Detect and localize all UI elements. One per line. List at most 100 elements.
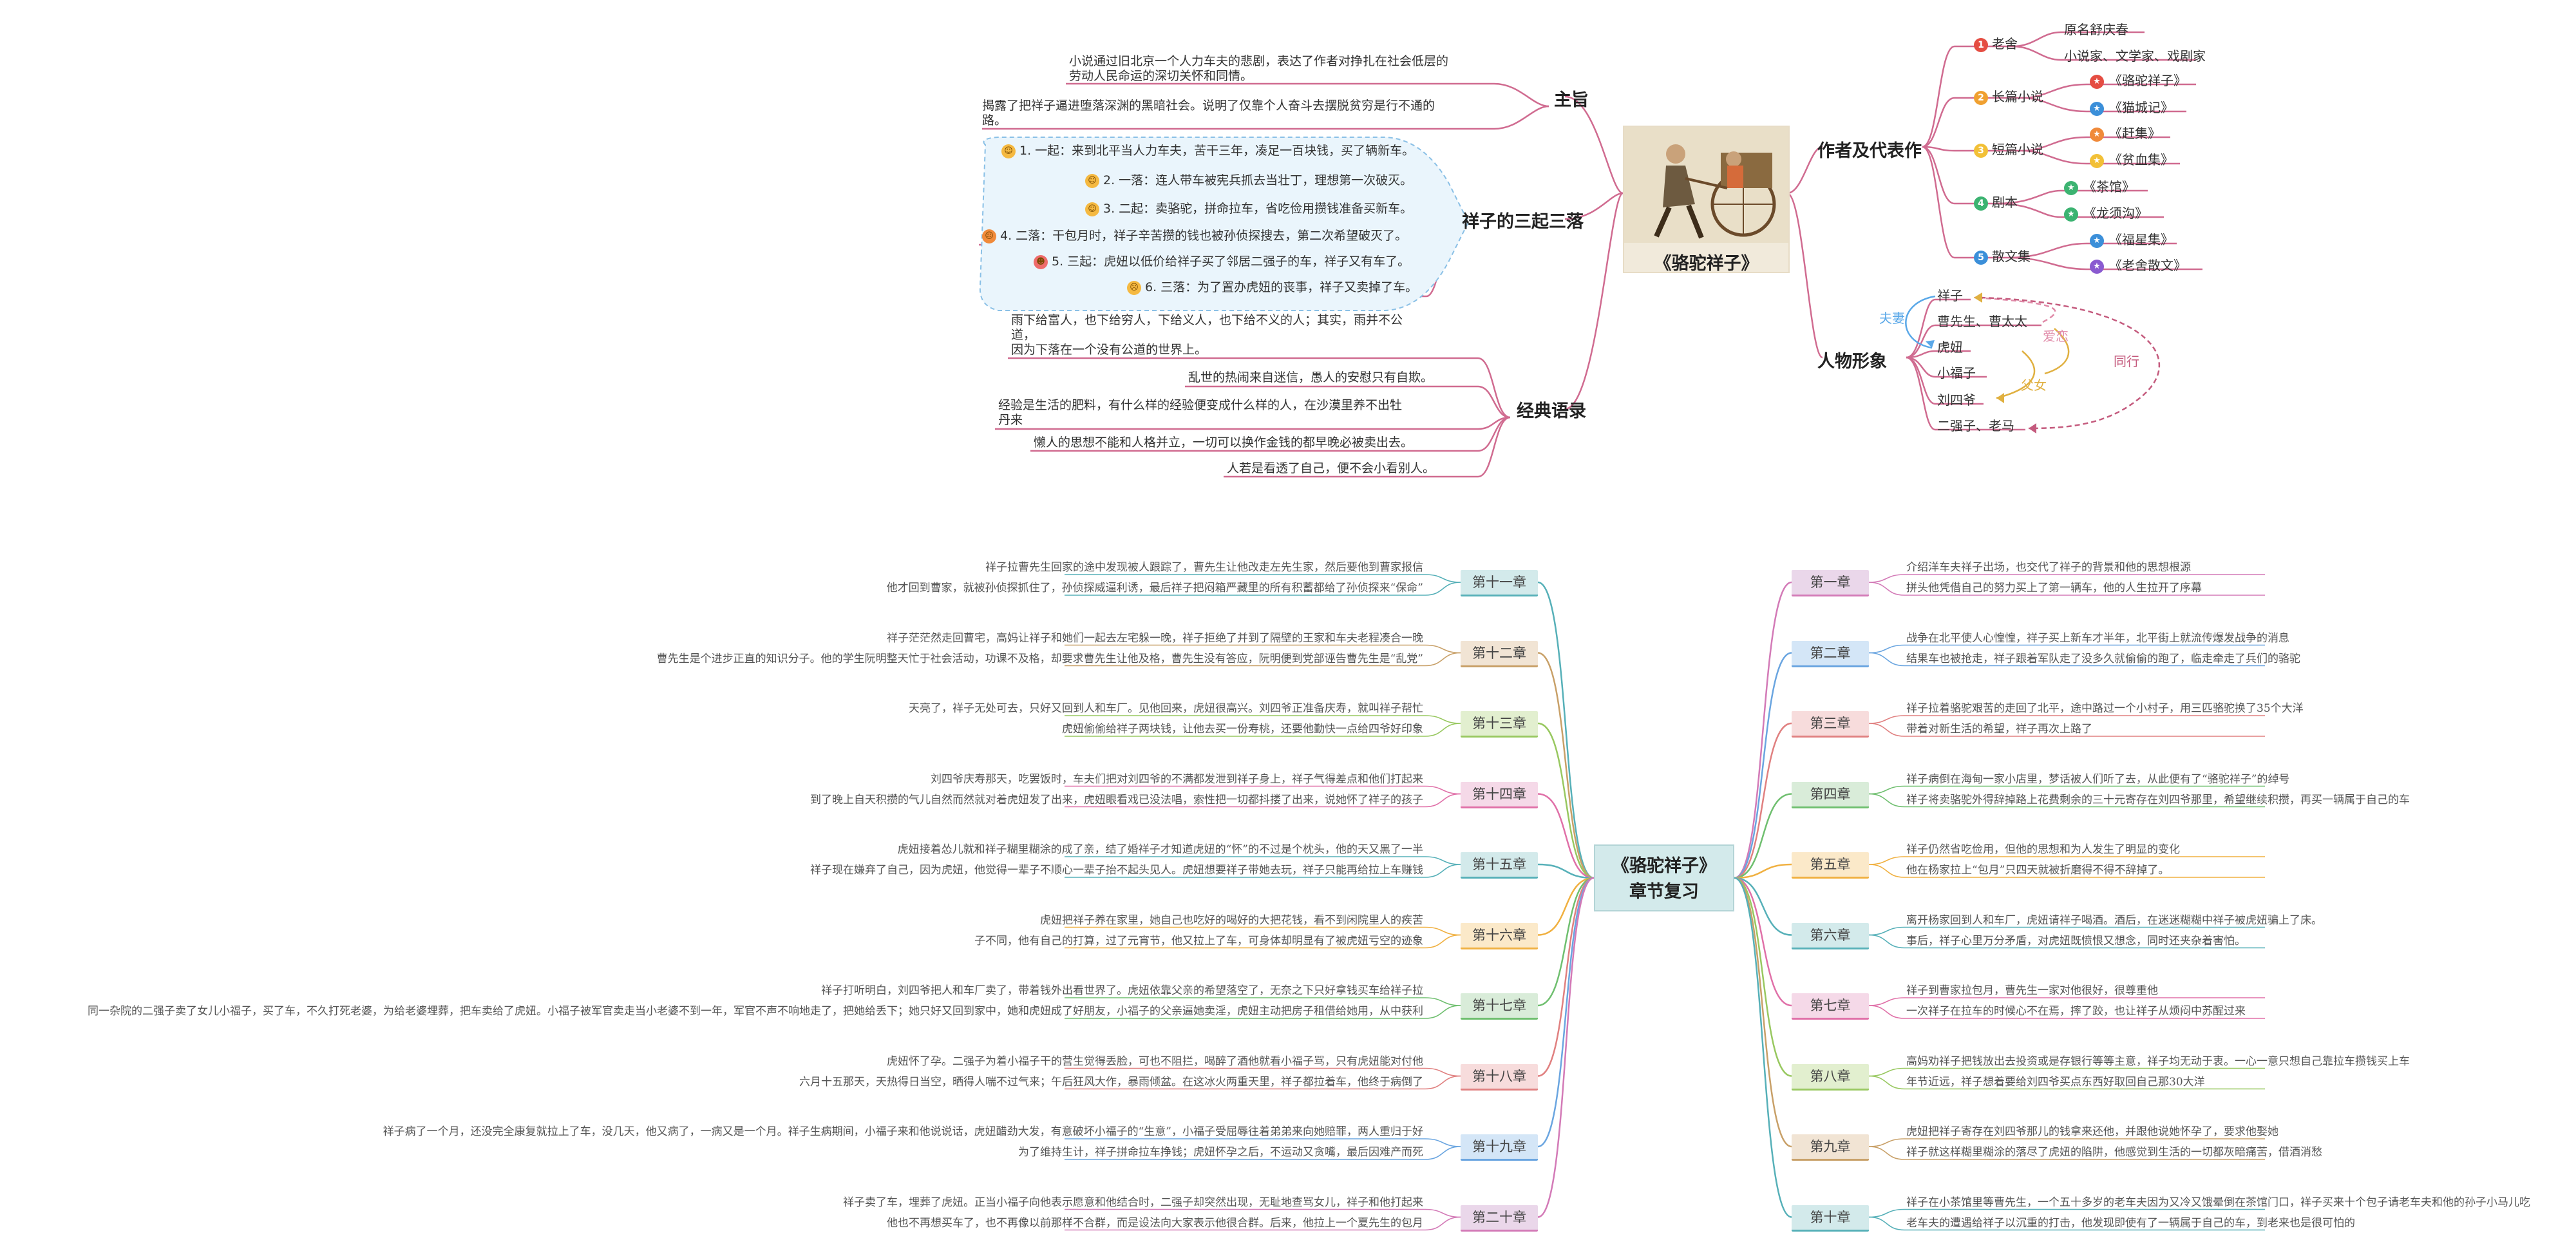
number-1-icon: 1	[1974, 37, 1988, 52]
book-cover-node[interactable]: 《骆驼祥子》	[1623, 126, 1790, 274]
summary-underline	[1868, 644, 2265, 654]
chapter-node-right-9[interactable]: 第九章	[1792, 1134, 1869, 1161]
summary-underline	[1868, 1005, 2265, 1019]
chapter-left-6-summary-1: 虎妞把祥子养在家里，她自己也吃好的喝好的大把花钱，看不到闲院里人的疾苦	[1040, 913, 1423, 927]
short-story-1: ★《赶集》	[2090, 123, 2161, 142]
chapter-link	[1537, 877, 1595, 1148]
chapter-node-left-1[interactable]: 第十一章	[1461, 570, 1538, 596]
chapter-node-right-10[interactable]: 第十章	[1792, 1205, 1869, 1232]
chapter-node-left-2[interactable]: 第十二章	[1461, 640, 1538, 667]
chapter-right-5-summary-1: 祥子仍然省吃俭用，但他的思想和为人发生了明显的变化	[1906, 843, 2180, 856]
summary-underline	[1868, 1216, 2265, 1231]
branch-quotes[interactable]: 经典语录	[1517, 401, 1586, 421]
essay-1: ★《福星集》	[2090, 229, 2174, 248]
summary-underline	[1065, 644, 1461, 654]
chapter-right-9-summary-1: 虎妞把祥子寄存在刘四爷那儿的钱拿来还他，并跟他说她怀孕了，要求他娶她	[1906, 1125, 2278, 1138]
quote-5: 人若是看透了自己，便不会小看别人。	[1227, 461, 1435, 475]
chapter-right-10-summary-2: 老车夫的遭遇给祥子以沉重的打击，他发现即使有了一辆属于自己的车，到老来也是很可怕…	[1906, 1216, 2355, 1230]
chapter-right-5-summary-2: 他在杨家拉上“包月”只四天就被折磨得不得不辞掉了。	[1906, 864, 2170, 877]
relation-father-daughter: 父女	[2021, 377, 2047, 393]
summary-underline	[1868, 1075, 2265, 1090]
branch-author-works[interactable]: 作者及代表作	[1817, 141, 1922, 161]
short-story-2: ★《贫血集》	[2090, 149, 2174, 168]
chapter-node-left-8[interactable]: 第十八章	[1461, 1063, 1538, 1091]
summary-underline	[1868, 652, 2265, 667]
chapter-node-right-5[interactable]: 第五章	[1792, 852, 1869, 879]
theme-line-2: 劳动人民命运的深切关怀和同情。	[1069, 69, 1253, 83]
chapter-left-8-summary-2: 六月十五那天，天热得日当空，晒得人喘不过气来；午后狂风大作，暴雨倾盆。在这冰火两…	[799, 1075, 1423, 1089]
chapter-node-right-6[interactable]: 第六章	[1792, 922, 1869, 949]
summary-underline	[1065, 934, 1461, 949]
laoshe-profession: 小说家、文学家、戏剧家	[2064, 48, 2206, 64]
chapter-link	[1734, 863, 1792, 879]
summary-underline	[1065, 1208, 1461, 1218]
face-icon: ☺	[1001, 144, 1016, 158]
star-icon: ★	[2064, 180, 2078, 195]
chapter-node-left-7[interactable]: 第十七章	[1461, 993, 1538, 1020]
chapter-node-right-3[interactable]: 第三章	[1792, 711, 1869, 738]
face-icon: ☺	[1085, 202, 1099, 216]
chapter-node-left-3[interactable]: 第十三章	[1461, 711, 1538, 738]
summary-underline	[1065, 1067, 1461, 1077]
chapter-node-left-5[interactable]: 第十五章	[1461, 852, 1538, 879]
chapter-link	[1734, 581, 1792, 879]
face-icon: ☹	[1127, 280, 1141, 295]
chapter-right-3-summary-2: 带着对新生活的希望，祥子再次上路了	[1906, 723, 2092, 736]
chapter-link	[1734, 722, 1792, 879]
chapter-node-right-8[interactable]: 第八章	[1792, 1063, 1869, 1091]
summary-underline	[1065, 1138, 1461, 1147]
chapter-link	[1537, 877, 1595, 1077]
chapter-node-right-4[interactable]: 第四章	[1792, 781, 1869, 808]
chapter-left-7-summary-1: 祥子打听明白，刘四爷把人和车厂卖了，带着钱外出看世界了。虎妞依靠父亲的希望落空了…	[821, 984, 1423, 997]
chapter-left-6-summary-2: 子不同，他有自己的打算，过了元宵节，他又拉上了车，可身体却明显有了被虎妞亏空的迹…	[974, 934, 1423, 948]
summary-underline	[1868, 582, 2265, 596]
chapter-node-left-10[interactable]: 第二十章	[1461, 1205, 1538, 1232]
chapter-node-right-2[interactable]: 第二章	[1792, 640, 1869, 667]
branch-theme[interactable]: 主旨	[1554, 90, 1589, 110]
chapter-review-subtitle: 章节复习	[1629, 882, 1699, 902]
summary-underline	[1065, 1216, 1461, 1231]
novel-1: ★《骆驼祥子》	[2090, 70, 2186, 89]
novel-2: ★《猫城记》	[2090, 97, 2174, 116]
branch-characters[interactable]: 人物形象	[1817, 352, 1887, 372]
sanqi-item-1: ☺1. 一起：来到北平当人力车夫，苦干三年，凑足一百块钱，买了辆新车。	[1001, 143, 1414, 158]
summary-underline	[1868, 1146, 2265, 1160]
quote-4: 懒人的思想不能和人格并立，一切可以换作金钱的都早晚必被卖出去。	[1034, 435, 1414, 450]
theme-line-3: 揭露了把祥子逼进堕落深渊的黑暗社会。说明了仅靠个人奋斗去摆脱贫穷是行不通的	[982, 99, 1435, 113]
summary-underline	[1868, 934, 2265, 949]
branch-three-ups-downs[interactable]: 祥子的三起三落	[1462, 212, 1584, 232]
sanqi-item-4: ☹4. 二落：干包月时，祥子辛苦攒的钱也被孙侦探搜去，第二次希望破灭了。	[982, 228, 1407, 243]
sanqi-item-5: ☻5. 三起：虎妞以低价给祥子买了邻居二强子的车，祥子又有车了。	[1034, 254, 1410, 269]
chapter-right-1-summary-1: 介绍洋车夫祥子出场，也交代了祥子的背景和他的思想根源	[1906, 561, 2191, 574]
chapter-right-4-summary-1: 祥子病倒在海甸一家小店里，梦话被人们听了去，从此便有了“骆驼祥子”的绰号	[1906, 772, 2290, 786]
theme-line-1: 小说通过旧北京一个人力车夫的悲剧，表达了作者对挣扎在社会低层的	[1069, 54, 1449, 68]
summary-underline	[1065, 1146, 1461, 1160]
face-icon: ☻	[1034, 254, 1048, 269]
book-title: 《骆驼祥子》	[1654, 254, 1759, 274]
chapter-right-6-summary-2: 事后，祥子心里万分矛盾，对虎妞既愤恨又想念，同时还夹杂着害怕。	[1906, 934, 2246, 948]
sanqi-dashed-region	[979, 137, 1470, 311]
chapter-node-left-4[interactable]: 第十四章	[1461, 781, 1538, 808]
chapter-node-left-6[interactable]: 第十六章	[1461, 922, 1538, 949]
play-1: ★《茶馆》	[2064, 176, 2135, 195]
chapter-node-right-1[interactable]: 第一章	[1792, 570, 1869, 596]
chapter-left-2-summary-1: 祥子茫茫然走回曹宅，高妈让祥子和她们一起去左宅躲一晚，祥子拒绝了并到了隔壁的王家…	[887, 631, 1423, 645]
chapter-link	[1537, 793, 1595, 879]
star-icon: ★	[2064, 207, 2078, 222]
chapter-left-5-summary-1: 虎妞接着怂儿就和祥子糊里糊涂的成了亲，结了婚祥子才知道虎妞的“怀”的不过是个枕头…	[897, 843, 1423, 856]
chapter-node-right-7[interactable]: 第七章	[1792, 993, 1869, 1020]
chapter-left-4-summary-1: 刘四爷庆寿那天，吃罢饭时，车夫们把对刘四爷的不满都发泄到祥子身上，祥子气得差点和…	[931, 772, 1423, 786]
star-icon: ★	[2090, 74, 2104, 89]
chapter-right-3-summary-1: 祥子拉着骆驼艰苦的走回了北平，途中路过一个小村子，用三匹骆驼换了35个大洋	[1906, 702, 2304, 715]
chapter-review-center[interactable]: 《骆驼祥子》 章节复习	[1594, 844, 1734, 911]
summary-underline	[1868, 1208, 2265, 1218]
chapter-node-left-9[interactable]: 第十九章	[1461, 1134, 1538, 1161]
chapter-left-4-summary-2: 到了晚上自天积攒的气儿自然而然就对着虎妞发了出来，虎妞眼看戏已没法唱，索性把一切…	[810, 793, 1423, 806]
chapter-left-3-summary-1: 天亮了，祥子无处可去，只好又回到人和车厂。见他回来，虎妞很高兴。刘四爷正准备庆寿…	[909, 702, 1423, 715]
chapter-right-7-summary-2: 一次祥子在拉车的时候心不在焉，摔了跤，也让祥子从烦闷中苏醒过来	[1906, 1005, 2246, 1018]
chapter-left-1-summary-1: 祥子拉曹先生回家的途中发现被人跟踪了，曹先生让他改走左先生家，然后要他到曹家报信	[985, 561, 1423, 574]
quote-2: 乱世的热闹来自迷信，愚人的安慰只有自欺。	[1188, 370, 1434, 385]
